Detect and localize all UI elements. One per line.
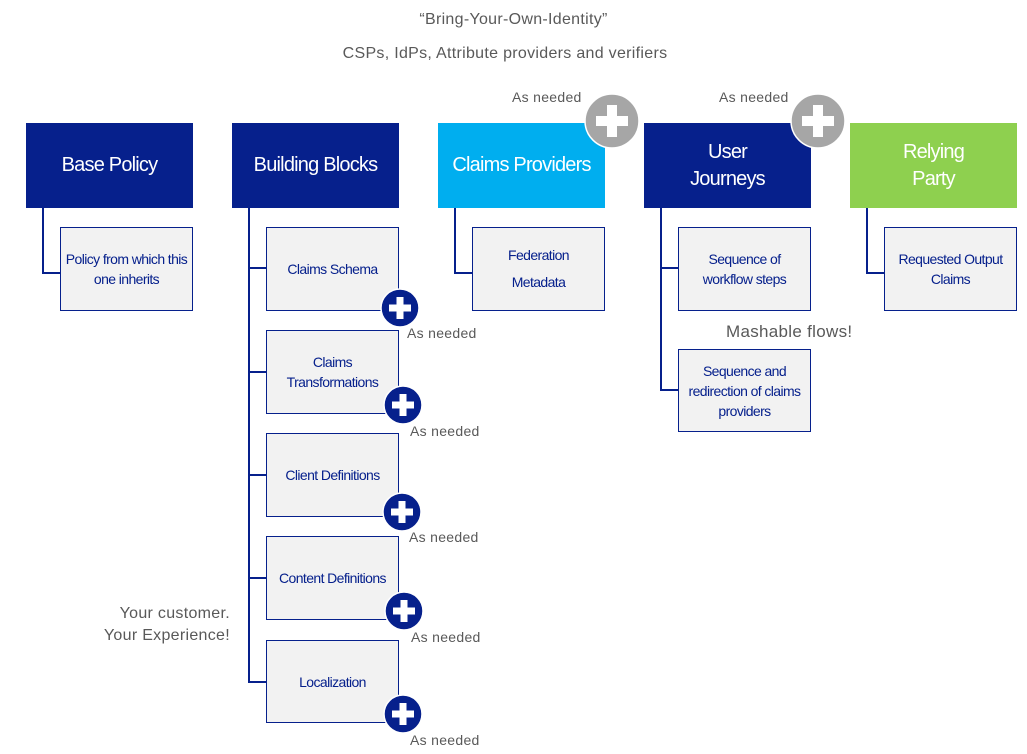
building-block-item: Claims Transformations [266,330,399,414]
child-line: Federation [508,247,570,263]
plus-circle-icon [383,385,423,425]
header-line: User [707,140,748,163]
as-needed-label: As needed [410,423,480,439]
connector [454,208,456,274]
connector [248,371,266,373]
connector [866,272,884,274]
plus-circle-icon [790,93,846,149]
connector [248,208,250,683]
connector [660,389,678,391]
plus-circle-icon [384,591,424,631]
connector [454,272,472,274]
connector [660,208,662,391]
building-block-item: Localization [266,640,399,723]
base-policy-child: Policy from which this one inherits [60,227,193,311]
connector [660,267,678,269]
user-journey-item: Sequence and redirection of claims provi… [678,349,811,432]
diagram-subtitle: CSPs, IdPs, Attribute providers and veri… [342,45,668,62]
user-journey-item: Sequence of workflow steps [678,227,811,311]
connector [42,208,44,274]
claims-providers-header: Claims Providers [438,123,605,208]
connector [248,681,266,683]
connector [248,577,266,579]
plus-circle-icon [584,93,640,149]
diagram-title: “Bring-Your-Own-Identity” [419,11,608,28]
building-block-item: Claims Schema [266,227,399,311]
connector [248,267,266,269]
building-block-item: Content Definitions [266,536,399,620]
as-needed-label: As needed [719,89,789,105]
plus-circle-icon [383,694,423,734]
relying-party-header: Relying Party [850,123,1017,208]
connector [248,474,266,476]
plus-circle-icon [382,492,422,532]
plus-circle-icon [380,288,420,328]
customer-tagline: Your customer. Your Experience! [104,603,230,647]
relying-party-child: Requested Output Claims [884,227,1017,311]
customer-line: Your Experience! [103,627,230,644]
base-policy-header: Base Policy [26,123,193,208]
building-blocks-header: Building Blocks [232,123,399,208]
as-needed-label: As needed [409,529,479,545]
as-needed-label: As needed [512,89,582,105]
header-line: Relying [902,140,965,163]
as-needed-label: As needed [410,732,480,748]
customer-line: Your customer. [119,605,230,622]
user-journeys-header: User Journeys [644,123,811,208]
connector [42,272,60,274]
building-block-item: Client Definitions [266,433,399,517]
header-line: Party [912,167,955,190]
mashable-flows-label: Mashable flows! [726,322,853,341]
claims-providers-child: Federation Metadata [472,227,605,311]
as-needed-label: As needed [407,325,477,341]
connector [866,208,868,274]
as-needed-label: As needed [411,629,481,645]
child-line: Metadata [511,274,566,290]
header-line: Journeys [690,167,766,190]
